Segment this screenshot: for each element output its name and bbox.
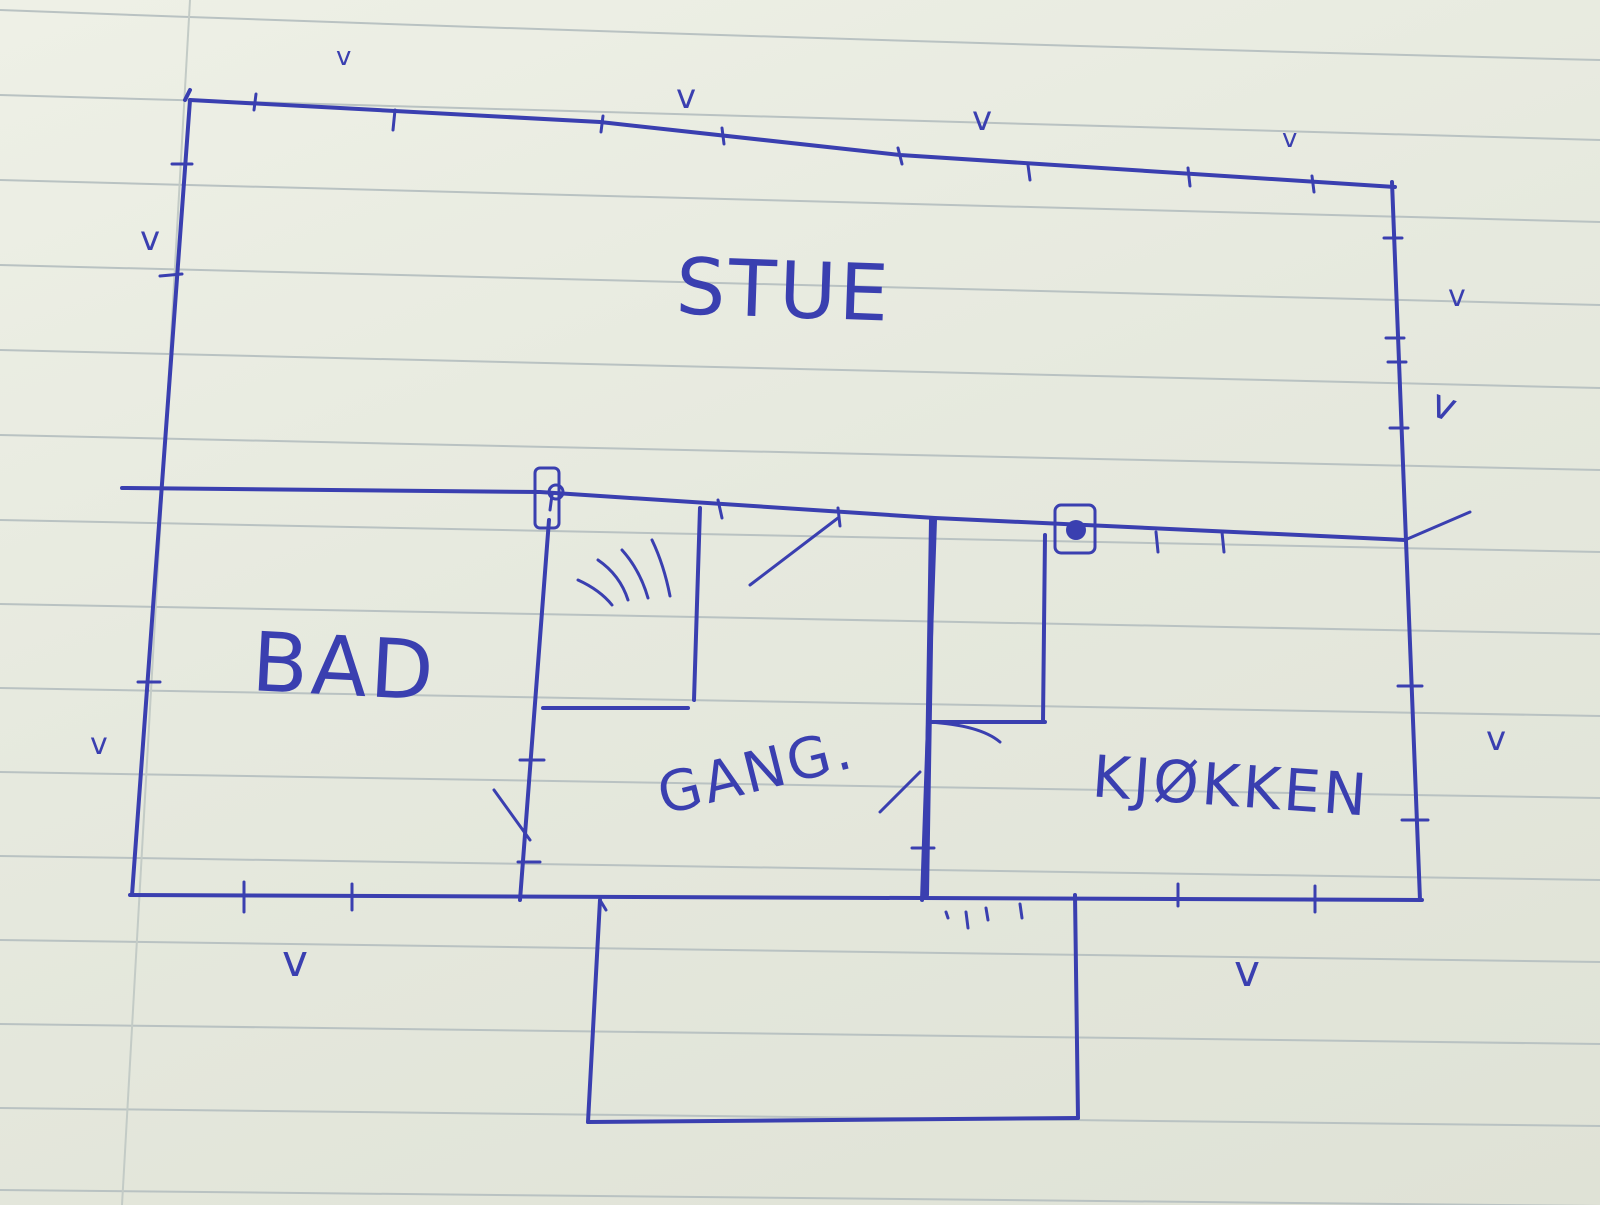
check-mark: v [1486,719,1507,759]
check-mark: v [676,77,697,117]
check-mark: v [1234,946,1261,997]
check-mark: v [140,219,161,259]
entrance-porch [586,893,1080,1124]
room-label-bad: BAD [249,615,439,720]
check-mark: v [282,936,309,987]
check-mark: v [1282,124,1298,154]
interior-walls [492,506,1047,902]
check-mark: v [90,727,108,762]
check-mark: v [972,99,993,139]
wall-ticks [136,92,1430,930]
check-mark: v [1448,279,1466,314]
room-label-stue: STUE [674,242,894,340]
interior-wall-horizontal [120,486,1472,554]
socket-icon [1053,503,1097,555]
socket-icon [533,466,565,530]
check-mark: v [336,42,352,72]
